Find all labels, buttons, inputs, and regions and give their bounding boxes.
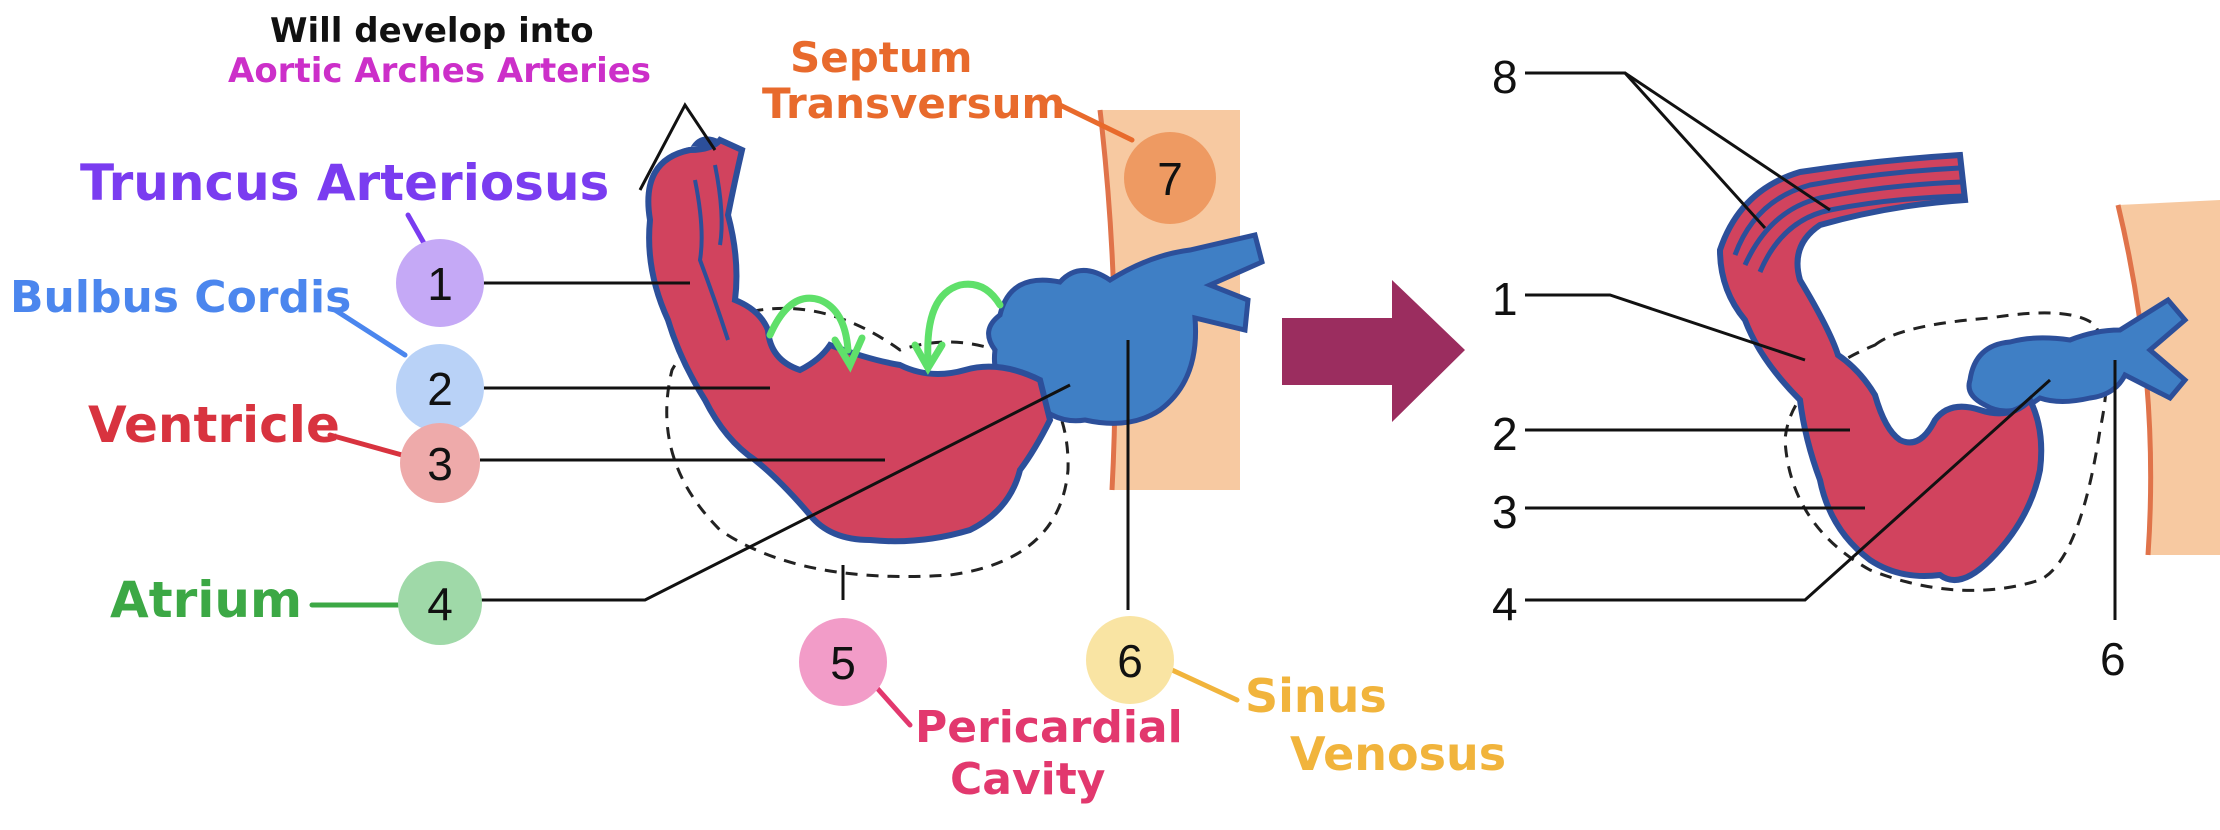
marker-2-circle	[396, 344, 484, 432]
left-heart-tube	[645, 136, 1054, 545]
right-label-8: 8	[1492, 51, 1518, 103]
right-leader-lines	[1525, 71, 2117, 620]
cavity-label: Cavity	[950, 754, 1105, 805]
aortic-arches-label: Aortic Arches Arteries	[228, 51, 651, 91]
marker-3: 3	[427, 438, 453, 490]
transversum-label: Transversum	[762, 79, 1065, 128]
marker-7-circle	[1124, 132, 1216, 224]
folding-arrows	[766, 280, 1004, 375]
truncus-arteriosus-label: Truncus Arteriosus	[80, 154, 609, 212]
marker-2: 2	[427, 363, 453, 415]
atrium-label: Atrium	[110, 571, 302, 629]
marker-1-circle	[396, 239, 484, 327]
marker-5-circle	[799, 618, 887, 706]
right-label-4: 4	[1492, 578, 1518, 630]
septum-label: Septum	[790, 33, 973, 82]
pericardial-label: Pericardial	[915, 702, 1183, 753]
left-leader-lines	[480, 102, 1130, 610]
develop-into-label: Will develop into	[270, 11, 594, 51]
right-heart-tube	[1716, 151, 2045, 583]
marker-7: 7	[1157, 153, 1183, 205]
left-number-markers: 1 2 3 4 5 6 7	[396, 132, 1216, 706]
ventricle-label: Ventricle	[88, 396, 340, 454]
marker-5: 5	[830, 637, 856, 689]
handwritten-labels: Will develop into Aortic Arches Arteries…	[10, 11, 1506, 805]
right-label-1: 1	[1492, 273, 1518, 325]
right-label-6: 6	[2100, 633, 2126, 685]
bulbus-cordis-label: Bulbus Cordis	[10, 272, 351, 323]
right-pericardial-outline	[1783, 311, 2108, 592]
marker-6: 6	[1117, 635, 1143, 687]
venosus-label: Venosus	[1290, 727, 1506, 781]
transition-arrow	[1282, 280, 1465, 422]
marker-4-circle	[398, 561, 482, 645]
right-atrium-sinus	[1966, 296, 2189, 414]
label-connectors	[309, 102, 1240, 728]
sinus-label: Sinus	[1245, 669, 1387, 723]
marker-3-circle	[400, 423, 480, 503]
marker-1: 1	[427, 258, 453, 310]
right-label-3: 3	[1492, 486, 1518, 538]
marker-6-circle	[1086, 616, 1174, 704]
marker-4: 4	[427, 578, 453, 630]
right-label-2: 2	[1492, 408, 1518, 460]
right-number-labels: 8 1 2 3 4 6	[1492, 51, 2126, 685]
